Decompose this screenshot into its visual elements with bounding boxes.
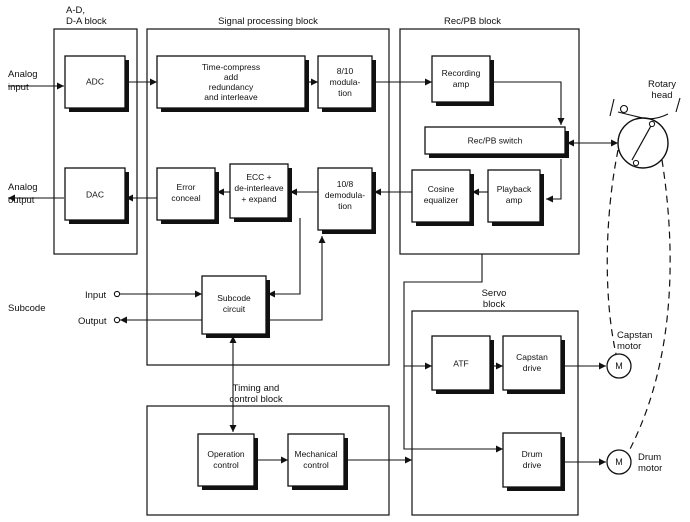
group-title-adda-2: D-A block <box>66 16 107 27</box>
time-compress-line-2: add <box>224 72 238 82</box>
block-adc: ADC <box>64 55 129 112</box>
error-conceal-line-1: Error <box>177 182 196 192</box>
block-mechanical-control: Mechanical control <box>287 433 348 490</box>
ecc-line-1: ECC + <box>246 172 271 182</box>
playback-amp-line-2: amp <box>506 195 523 205</box>
mechanical-control-line-2: control <box>303 460 329 470</box>
demod-108-line-1: 10/8 <box>337 179 354 189</box>
block-error-conceal: Error conceal <box>156 167 219 224</box>
group-servo <box>411 310 579 516</box>
capstan-motor-line-1: Capstan <box>617 330 652 341</box>
recpb-switch-label: Rec/PB switch <box>468 135 523 145</box>
block-time-compress: Time-compress add redundancy and interle… <box>156 55 309 112</box>
analog-output-line-2: output <box>8 195 35 206</box>
block-recording-amp: Recording amp <box>431 55 494 106</box>
time-compress-line-1: Time-compress <box>202 62 260 72</box>
mod-810-line-1: 8/10 <box>337 66 354 76</box>
operation-control-line-2: control <box>213 460 239 470</box>
adc-label: ADC <box>86 76 104 86</box>
subcode-input-label: Input <box>85 290 106 301</box>
recording-amp-line-2: amp <box>453 79 470 89</box>
cosine-eq-line-2: equalizer <box>424 195 459 205</box>
dac-label: DAC <box>86 189 104 199</box>
analog-output-line-1: Analog <box>8 182 38 193</box>
block-cosine-eq: Cosine equalizer <box>411 169 474 226</box>
ecc-line-2: de-interleave <box>234 183 283 193</box>
mod-810-line-3: tion <box>338 88 352 98</box>
demod-108-line-3: tion <box>338 201 352 211</box>
capstan-motor-line-2: motor <box>617 341 641 352</box>
error-conceal-line-2: conceal <box>171 193 200 203</box>
analog-input-line-1: Analog <box>8 69 38 80</box>
group-title-timing-2: control block <box>229 394 283 405</box>
cosine-eq-line-1: Cosine <box>428 184 455 194</box>
ecc-line-3: + expand <box>241 194 276 204</box>
analog-input-line-2: input <box>8 82 29 93</box>
group-adda <box>53 28 138 255</box>
group-signal <box>146 28 390 366</box>
group-title-adda-1: A-D, <box>66 5 85 16</box>
block-operation-control: Operation control <box>197 433 258 490</box>
playback-amp-line-1: Playback <box>497 184 532 194</box>
group-title-recpb: Rec/PB block <box>444 16 501 27</box>
group-title-timing-1: Timing and <box>233 383 280 394</box>
mechanical-control-line-1: Mechanical <box>295 449 338 459</box>
capstan-motor-icon: M <box>606 353 632 379</box>
linkage-drum-motor-to-head <box>628 159 671 452</box>
capstan-drive-line-1: Capstan <box>516 352 548 362</box>
drum-motor-symbol: M <box>615 457 623 467</box>
block-dac: DAC <box>64 167 129 224</box>
block-drum-drive: Drum drive <box>502 432 565 491</box>
block-mod-810: 8/10 modula- tion <box>317 55 376 112</box>
block-atf: ATF <box>431 335 494 394</box>
group-title-signal: Signal processing block <box>218 16 318 27</box>
tape-path-to-capstan <box>606 149 619 355</box>
drum-drive-line-1: Drum <box>522 449 543 459</box>
block-capstan-drive: Capstan drive <box>502 335 565 394</box>
atf-label: ATF <box>453 358 468 368</box>
demod-108-line-2: demodula- <box>325 190 365 200</box>
mod-810-line-2: modula- <box>330 77 361 87</box>
drum-drive-line-2: drive <box>523 460 542 470</box>
capstan-motor-symbol: M <box>615 361 623 371</box>
drum-motor-line-1: Drum <box>638 452 661 463</box>
rotary-head-icon <box>609 97 681 169</box>
subcode-circuit-line-2: circuit <box>223 304 246 314</box>
group-title-servo-2: block <box>483 299 505 310</box>
subcode-label: Subcode <box>8 303 46 314</box>
rotary-head-line-2: head <box>651 90 672 101</box>
group-title-servo-1: Servo <box>482 288 507 299</box>
subcode-output-label: Output <box>78 316 107 327</box>
block-ecc: ECC + de-interleave + expand <box>229 163 292 222</box>
wires <box>8 78 618 466</box>
capstan-drive-line-2: drive <box>523 363 542 373</box>
drum-motor-icon: M <box>606 449 632 475</box>
time-compress-line-3: redundancy <box>209 82 254 92</box>
drum-motor-line-2: motor <box>638 463 662 474</box>
block-demod-108: 10/8 demodula- tion <box>317 167 376 234</box>
recording-amp-line-1: Recording <box>442 68 481 78</box>
operation-control-line-1: Operation <box>207 449 245 459</box>
block-playback-amp: Playback amp <box>487 169 544 226</box>
subcode-circuit-line-1: Subcode <box>217 293 251 303</box>
subcode-output-terminal-icon <box>113 316 121 324</box>
block-recpb-switch: Rec/PB switch <box>424 126 569 158</box>
subcode-input-terminal-icon <box>113 290 121 298</box>
rotary-head-line-1: Rotary <box>648 79 676 90</box>
block-subcode-circuit: Subcode circuit <box>201 275 270 338</box>
time-compress-line-4: and interleave <box>204 92 258 102</box>
